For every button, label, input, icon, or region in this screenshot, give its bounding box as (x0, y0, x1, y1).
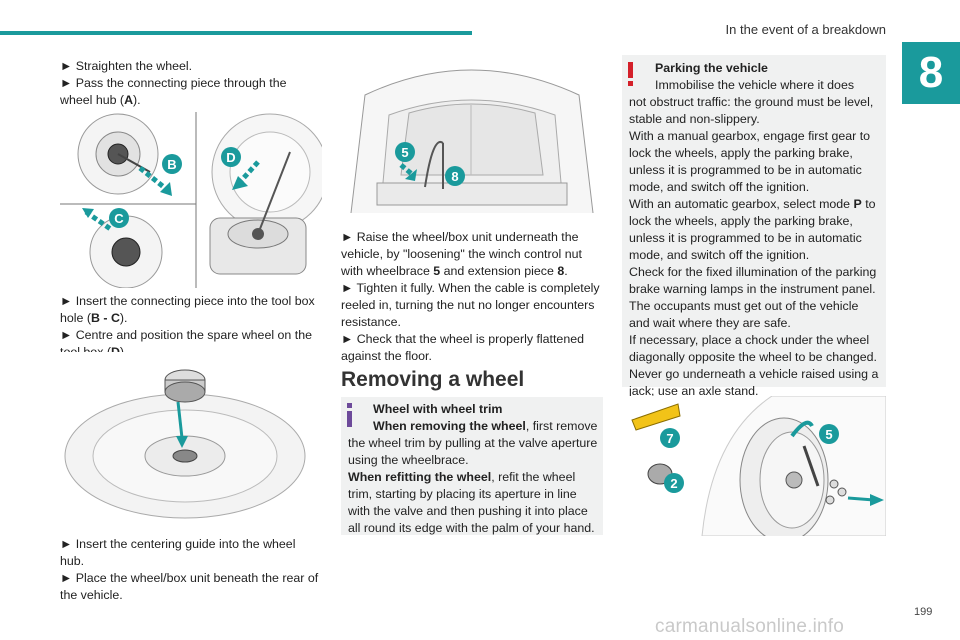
warning-axle-stand: Never go underneath a vehicle raised usi… (629, 367, 879, 398)
step-place-wheel-box: ► Place the wheel/box unit beneath the r… (60, 571, 319, 602)
column-1-top: ► Straighten the wheel. ► Pass the conne… (60, 58, 322, 109)
label-5: 5 (401, 145, 408, 160)
label-5-wheel: 5 (825, 427, 832, 442)
step-pass-connecting-piece: ► Pass the connecting piece through the … (60, 76, 287, 107)
label-5-wheel-marker (819, 424, 839, 444)
figure-wheel-removal: 7 2 5 (622, 396, 886, 536)
chapter-number-badge: 8 (902, 42, 960, 104)
label-7: 7 (666, 431, 673, 446)
step-check-wheel-flattened: ► Check that the wheel is properly flatt… (341, 332, 584, 363)
figure-toolbox-connection: B C D (60, 112, 322, 288)
figure-centering-guide (60, 352, 322, 528)
info-refitting-text: When refitting the wheel, refit the whee… (348, 470, 595, 535)
column-1-middle: ► Insert the connecting piece into the t… (60, 293, 322, 361)
warning-icon (628, 62, 633, 86)
label-c-marker (109, 208, 129, 228)
column-2-top: ► Raise the wheel/box unit underneath th… (341, 229, 603, 365)
section-title: In the event of a breakdown (725, 22, 886, 37)
label-b: B (167, 157, 176, 172)
warning-chock: If necessary, place a chock under the wh… (629, 333, 878, 364)
warning-box-parking: Parking the vehicle Immobilise the vehic… (622, 55, 886, 398)
label-2-marker (664, 473, 684, 493)
label-5-marker (395, 142, 415, 162)
label-d: D (226, 150, 235, 165)
info-removing-text: When removing the wheel, first remove th… (348, 419, 598, 467)
step-insert-centering-guide: ► Insert the centering guide into the wh… (60, 537, 296, 568)
warning-line-1: Immobilise the vehicle where it does (655, 78, 855, 92)
info-icon (347, 403, 352, 427)
info-box-wheel-trim: Wheel with wheel trim When removing the … (341, 397, 603, 535)
step-straighten: ► Straighten the wheel. (60, 59, 193, 73)
page-number: 199 (914, 606, 933, 618)
step-tighten-fully: ► Tighten it fully. When the cable is co… (341, 281, 600, 329)
warning-occupants: The occupants must get out of the vehicl… (629, 299, 859, 330)
figure-boot-winch: 5 8 (341, 55, 603, 213)
info-title: Wheel with wheel trim (373, 402, 503, 416)
header-accent-bar (0, 31, 472, 35)
heading-removing-a-wheel: Removing a wheel (341, 368, 525, 391)
label-c: C (114, 211, 124, 226)
warning-title: Parking the vehicle (655, 61, 768, 75)
label-8: 8 (451, 169, 458, 184)
watermark: carmanualsonline.info (655, 616, 845, 637)
label-b-marker (162, 154, 182, 174)
warning-manual-gearbox: With a manual gearbox, engage first gear… (629, 129, 871, 194)
step-raise-wheel-box: ► Raise the wheel/box unit underneath th… (341, 230, 582, 278)
label-7-marker (660, 428, 680, 448)
label-d-marker (221, 147, 241, 167)
label-8-marker (445, 166, 465, 186)
label-2: 2 (670, 476, 677, 491)
step-insert-connecting-piece: ► Insert the connecting piece into the t… (60, 294, 315, 325)
column-1-bottom: ► Insert the centering guide into the wh… (60, 536, 322, 604)
warning-line-2: not obstruct traffic: the ground must be… (629, 95, 874, 126)
warning-automatic-gearbox: With an automatic gearbox, select mode P… (629, 197, 876, 262)
warning-check-lamps: Check for the fixed illumination of the … (629, 265, 877, 296)
